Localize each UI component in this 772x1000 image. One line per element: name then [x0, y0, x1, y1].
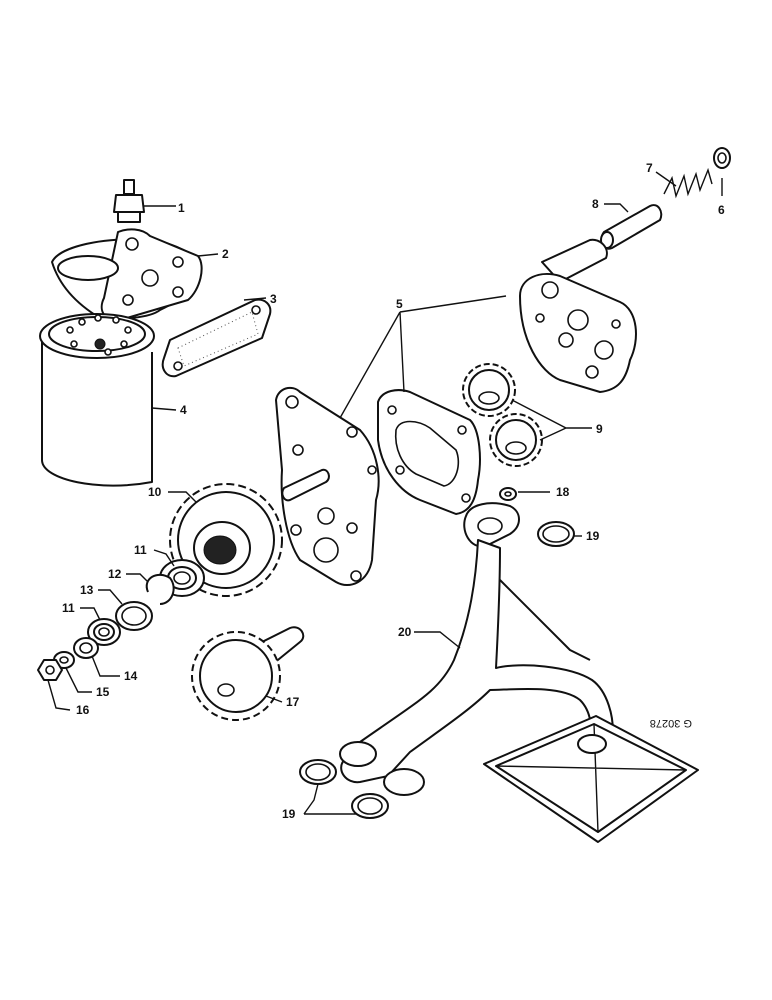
leader-lines [47, 171, 723, 815]
label-5: 5 [396, 297, 403, 311]
drive-gear-shaft [191, 626, 305, 721]
circlip [145, 573, 175, 605]
oil-pump-front-body [275, 386, 380, 587]
part-number-labels: 1 2 3 4 5 6 7 8 9 10 11 12 13 11 14 15 1… [62, 161, 725, 821]
label-12: 12 [108, 567, 122, 581]
o-ring-lower-right [351, 793, 389, 819]
label-7: 7 [646, 161, 653, 175]
relief-valve-plunger [600, 204, 663, 250]
washer [73, 637, 99, 659]
label-6: 6 [718, 203, 725, 217]
filter-head-gasket [161, 298, 272, 378]
label-1: 1 [178, 201, 185, 215]
oil-filter-canister [39, 313, 155, 487]
oil-pump-gears [462, 363, 543, 467]
o-ring-right [537, 521, 575, 547]
label-19-lower: 19 [282, 807, 296, 821]
label-3: 3 [270, 292, 277, 306]
label-14: 14 [124, 669, 138, 683]
filter-head [51, 228, 203, 322]
label-17: 17 [286, 695, 300, 709]
label-2: 2 [222, 247, 229, 261]
label-18: 18 [556, 485, 570, 499]
label-13: 13 [80, 583, 94, 597]
label-8: 8 [592, 197, 599, 211]
relief-valve-plug [713, 147, 731, 169]
label-16: 16 [76, 703, 90, 717]
label-4: 4 [180, 403, 187, 417]
o-ring-lower-left [299, 759, 337, 785]
thrust-washer [115, 601, 153, 631]
label-10: 10 [148, 485, 162, 499]
label-9: 9 [596, 422, 603, 436]
label-19-right: 19 [586, 529, 600, 543]
oil-pump-middle-body [377, 389, 481, 515]
oil-pressure-switch [113, 179, 145, 223]
oil-pump-rear-body [519, 238, 637, 393]
small-washer [499, 487, 517, 501]
label-20: 20 [398, 625, 412, 639]
hex-nut [37, 659, 63, 681]
label-11-upper: 11 [134, 543, 147, 557]
bearing-lower [87, 618, 121, 646]
oil-pickup-pipe-strainer: G 30278 [339, 502, 699, 843]
label-15: 15 [96, 685, 110, 699]
label-11-lower: 11 [62, 601, 75, 615]
drawing-reference-stamp: G 30278 [650, 717, 692, 729]
